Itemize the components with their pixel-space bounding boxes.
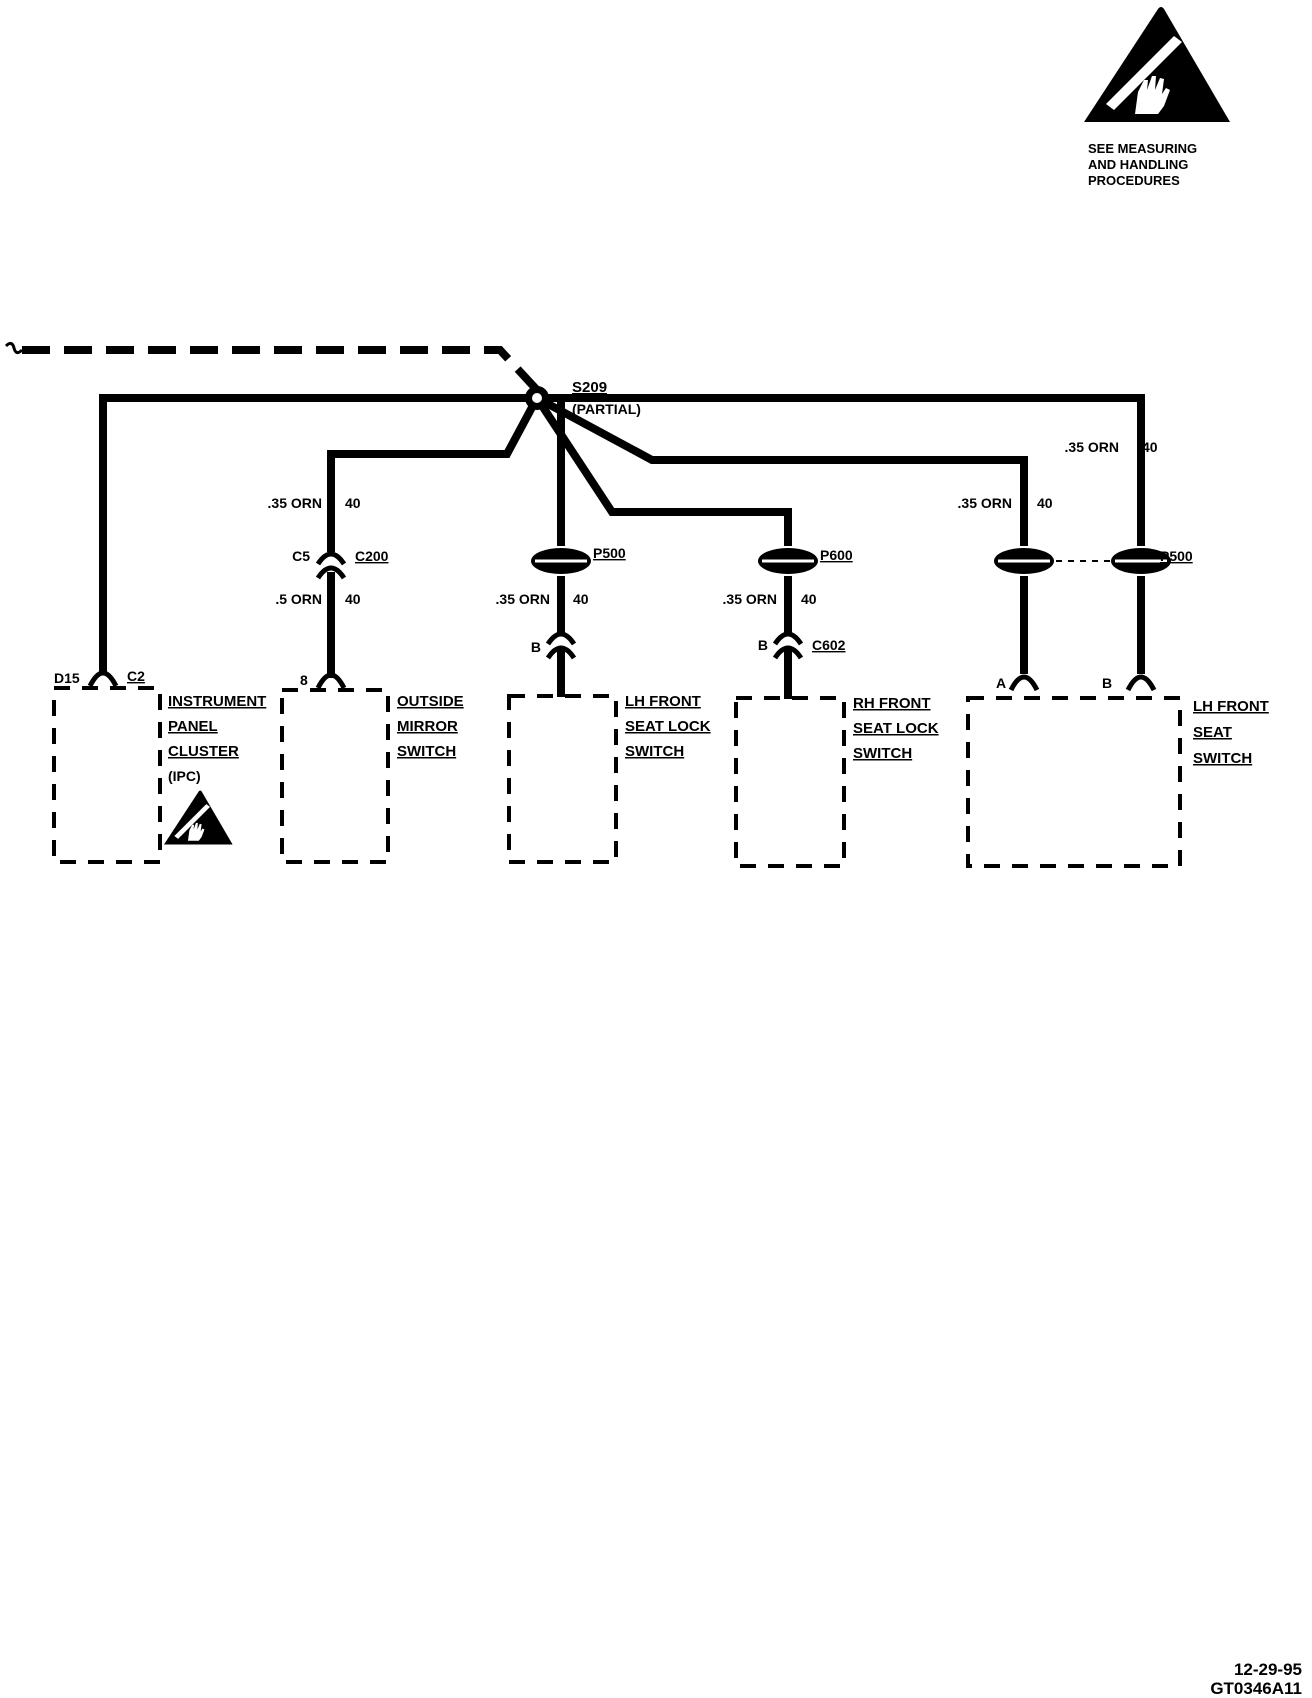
- splice-note: (PARTIAL): [572, 401, 641, 417]
- pass-through-label: P600: [820, 547, 853, 563]
- esd-notice-line: AND HANDLING: [1088, 157, 1188, 172]
- circuit-number: 40: [573, 591, 589, 607]
- rh-lock-name-line: SEAT LOCK: [853, 720, 939, 737]
- wire-ipc: [99, 394, 537, 672]
- connector-c602: [772, 631, 804, 660]
- ipc-name-line: CLUSTER: [168, 743, 239, 760]
- connector-label: C200: [355, 548, 389, 564]
- connector-pin-label: B: [758, 637, 768, 653]
- splice-label: S209: [572, 379, 607, 396]
- arrow-icon: [4, 341, 24, 355]
- pin-a: [1008, 674, 1040, 692]
- pass-through-label: P500: [593, 545, 626, 561]
- connector-pin-label: B: [531, 639, 541, 655]
- lh-seat-switch-name-line: LH FRONT: [1193, 698, 1269, 715]
- circuit-number: 40: [345, 495, 361, 511]
- rh-lock-name-line: SWITCH: [853, 745, 912, 762]
- figure-id: GT0346A11: [1210, 1679, 1302, 1698]
- esd-notice-line: PROCEDURES: [1088, 173, 1180, 188]
- lh-seat-switch-name-line: SEAT: [1193, 724, 1232, 741]
- incoming-feed: [4, 341, 540, 393]
- ipc-name-line: INSTRUMENT: [168, 693, 266, 710]
- pass-through-p500-lh-lock: [531, 548, 591, 574]
- wire-gauge-color: .35 ORN: [496, 591, 550, 607]
- connector-c200: [315, 551, 347, 580]
- esd-notice: SEE MEASURING AND HANDLING PROCEDURES: [1084, 7, 1230, 188]
- circuit-number: 40: [1037, 495, 1053, 511]
- pin-label: B: [1102, 675, 1112, 691]
- lh-lock-name-line: SWITCH: [625, 743, 684, 760]
- pass-through-p600: [758, 548, 818, 574]
- lh-lock-name-line: SEAT LOCK: [625, 718, 711, 735]
- wire-gauge-color: .35 ORN: [1065, 439, 1119, 455]
- pin-label: A: [996, 675, 1006, 691]
- connector-lh-lock-b: [545, 631, 577, 660]
- mirror-switch-name-line: OUTSIDE: [397, 693, 464, 710]
- pass-through-p500-seat-b: [1111, 548, 1171, 574]
- wire-gauge-color: .35 ORN: [958, 495, 1012, 511]
- connector-label: C602: [812, 637, 846, 653]
- lh-front-seat-switch-box: [966, 696, 1182, 868]
- wire-rh-lock-upper: [533, 395, 792, 546]
- circuit-number: 40: [1142, 439, 1158, 455]
- splice-junction-center: [532, 393, 542, 403]
- ipc-connector-label: C2: [127, 668, 145, 684]
- rh-lock-name-line: RH FRONT: [853, 695, 931, 712]
- connector-pin-label: C5: [292, 548, 310, 564]
- mirror-switch-name-line: MIRROR: [397, 718, 458, 735]
- pass-through-label: P500: [1160, 548, 1193, 564]
- feed-wire: [22, 346, 540, 393]
- pass-through-p500-seat-a: [994, 548, 1054, 574]
- ipc-name-line: PANEL: [168, 718, 218, 735]
- wire-gauge-color: .35 ORN: [268, 495, 322, 511]
- splice-s209: S209 (PARTIAL): [572, 379, 641, 417]
- circuit-number: 40: [345, 591, 361, 607]
- wire-gauge-color: .5 ORN: [275, 591, 322, 607]
- mirror-switch-name-line: SWITCH: [397, 743, 456, 760]
- circuit-number: 40: [801, 591, 817, 607]
- pin-b: [1125, 674, 1157, 692]
- pin-8: [315, 672, 347, 690]
- ipc-pin-label: D15: [54, 670, 80, 686]
- esd-notice-line: SEE MEASURING: [1088, 141, 1197, 156]
- lh-seat-switch-name-line: SWITCH: [1193, 750, 1252, 767]
- pin-d15: [87, 670, 119, 688]
- ipc-name-line: (IPC): [168, 768, 201, 784]
- wires: [99, 394, 1145, 699]
- wire-gauge-color: .35 ORN: [723, 591, 777, 607]
- wire-lh-seat-b-upper: [537, 394, 1145, 546]
- wire-mirror-upper: [327, 396, 541, 552]
- lh-lock-name-line: LH FRONT: [625, 693, 701, 710]
- pin-label: 8: [300, 672, 308, 688]
- lh-front-seat-lock-switch-box: [507, 694, 618, 864]
- figure-date: 12-29-95: [1234, 1660, 1302, 1679]
- wire-lh-seat-a-upper: [535, 394, 1028, 546]
